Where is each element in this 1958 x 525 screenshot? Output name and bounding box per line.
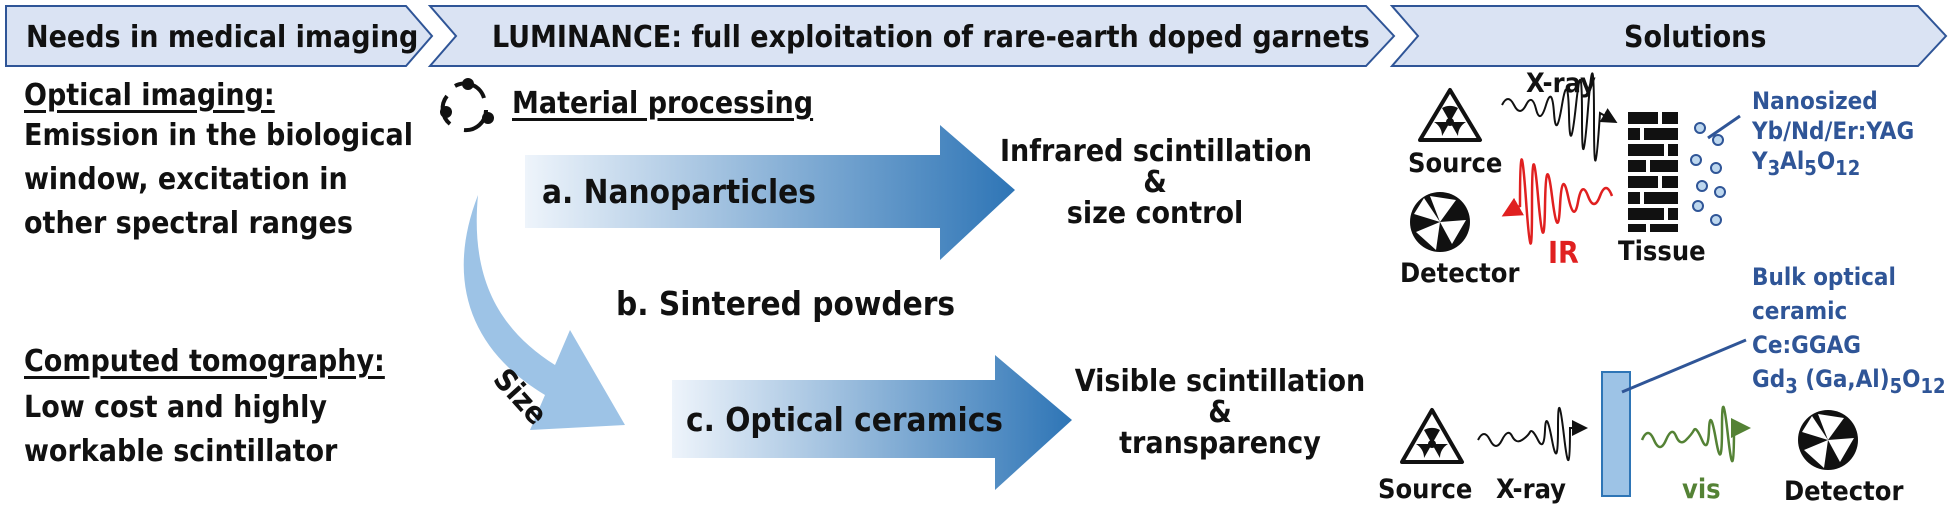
result-visible-line-1: Visible scintillation [1074, 364, 1366, 399]
header-chevron-needs [5, 5, 434, 67]
vis-label: vis [1682, 474, 1721, 505]
detector-label-top: Detector [1400, 258, 1520, 289]
nanoparticle-dots [1690, 122, 1726, 226]
header-needs: Needs in medical imaging [26, 20, 419, 55]
sintered-powders-label: b. Sintered powders [616, 284, 956, 323]
xray-wave-bottom [1477, 406, 1588, 462]
detector-aperture-icon-bottom [1798, 410, 1858, 470]
source-label-top: Source [1408, 148, 1503, 179]
optical-line-1: Emission in the biological [24, 118, 413, 153]
nano-material-formula: Y3Al5O12 [1752, 147, 1861, 180]
result-infrared-line-3: size control [1066, 196, 1244, 231]
bulk-material-line-3: Ce:GGAG [1752, 331, 1861, 359]
result-infrared-line-1: Infrared scintillation [1000, 134, 1313, 169]
source-label-bottom: Source [1378, 474, 1473, 505]
header-luminance: LUMINANCE: full exploitation of rare-ear… [492, 20, 1370, 55]
scintillator-slab [1601, 371, 1631, 497]
optical-line-2: window, excitation in [24, 162, 348, 197]
result-infrared: Infrared scintillation & size control [1000, 134, 1313, 231]
tissue-label: Tissue [1618, 236, 1706, 267]
size-arrow [463, 195, 625, 430]
optical-ceramics-label: c. Optical ceramics [686, 400, 1003, 439]
xray-label-top: X-ray [1526, 68, 1596, 99]
ct-line-1: Low cost and highly [24, 390, 327, 425]
radiation-source-icon-top [1418, 88, 1482, 142]
vis-wave [1640, 405, 1751, 463]
nano-material-label: Nanosized Yb/Nd/Er:YAG Y3Al5O12 [1752, 86, 1914, 183]
radiation-source-icon-bottom [1400, 408, 1464, 464]
bulk-material-formula: Gd3 (Ga,Al)5O12 [1752, 365, 1946, 398]
computed-tomography-title: Computed tomography: [24, 344, 385, 379]
bulk-material-label: Bulk optical ceramic Ce:GGAG Gd3 (Ga,Al)… [1752, 260, 1946, 403]
result-visible: Visible scintillation & transparency [1070, 366, 1370, 459]
result-infrared-line-2: & [1143, 165, 1167, 200]
ct-line-2: workable scintillator [24, 434, 338, 469]
nano-material-line-1: Nanosized [1752, 87, 1878, 115]
tissue-icon [1628, 112, 1678, 232]
ir-wave [1501, 158, 1614, 245]
header-chevron-luminance [427, 5, 1396, 67]
optical-imaging-title: Optical imaging: [24, 78, 275, 113]
result-visible-line-3: transparency [1119, 426, 1321, 461]
cycle-icon [440, 78, 494, 133]
bulk-material-line-1: Bulk optical [1752, 263, 1896, 291]
material-processing-label: Material processing [512, 86, 814, 121]
nano-label-pointer [1707, 114, 1741, 140]
xray-label-bottom: X-ray [1496, 474, 1566, 505]
header-solutions: Solutions [1624, 20, 1767, 55]
nano-material-line-2: Yb/Nd/Er:YAG [1752, 117, 1915, 145]
bulk-material-line-2: ceramic [1752, 297, 1848, 325]
arrow-nanoparticles [525, 125, 1015, 260]
result-visible-line-2: & [1208, 395, 1232, 430]
detector-aperture-icon-top [1410, 192, 1470, 252]
bulk-label-pointer [1621, 338, 1747, 394]
optical-line-3: other spectral ranges [24, 206, 353, 241]
arrow-optical-ceramics [672, 355, 1072, 490]
header-chevron-solutions [1389, 5, 1948, 67]
detector-label-bottom: Detector [1784, 476, 1904, 507]
xray-wave-top [1501, 72, 1618, 162]
nanoparticles-label: a. Nanoparticles [542, 172, 816, 211]
ir-label: IR [1548, 236, 1579, 271]
